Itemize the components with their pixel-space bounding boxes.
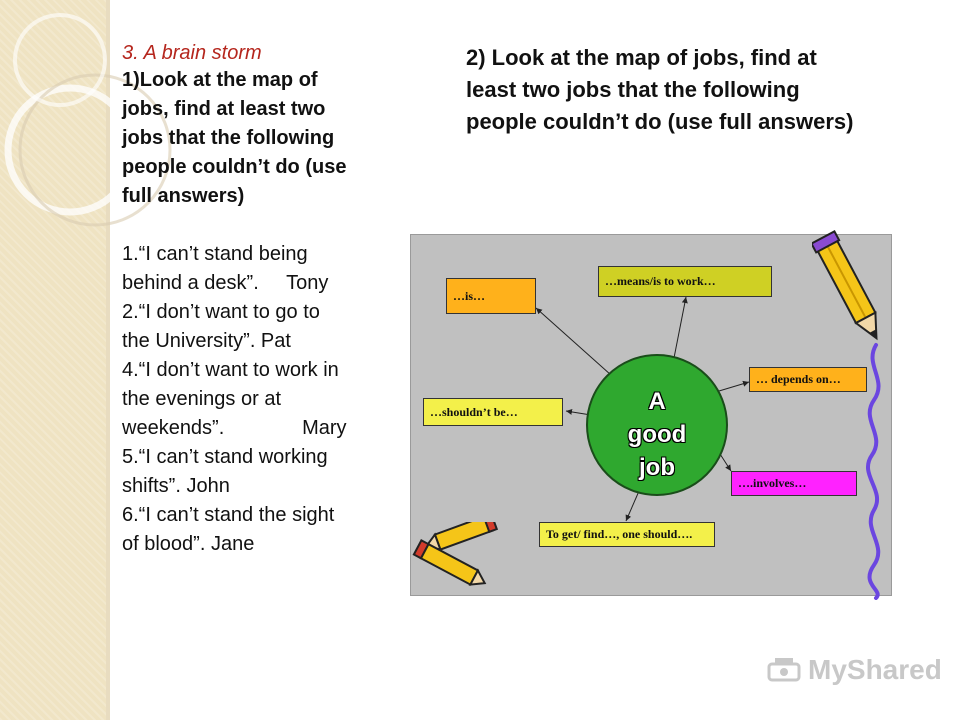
pencil-icon — [812, 230, 878, 341]
quote-line: the evenings or at — [122, 388, 281, 410]
quote-line: 5.“I can’t stand working — [122, 446, 328, 468]
quote-line: 4.“I don’t want to work in — [122, 359, 339, 381]
quote-line: 2.“I don’t want to go to — [122, 301, 320, 323]
instruction-line: people couldn’t do (use full answers) — [466, 109, 854, 134]
instruction-line: 2) Look at the map of jobs, find at — [466, 45, 817, 70]
map-node-involves: ….involves… — [731, 471, 857, 496]
quote-list: 1.“I can’t stand being behind a desk”. T… — [122, 240, 402, 559]
right-instruction: 2) Look at the map of jobs, find at leas… — [466, 42, 936, 138]
job-mind-map: A good job …is… …means/is to work… … dep… — [410, 234, 892, 596]
map-node-means: …means/is to work… — [598, 266, 772, 297]
quote-line: the University”. Pat — [122, 330, 291, 352]
map-node-shouldnt: …shouldn’t be… — [423, 398, 563, 426]
quote-line: 6.“I can’t stand the sight — [122, 504, 335, 526]
section-title: 3. A brain storm — [122, 42, 262, 64]
mind-map-connectors — [535, 296, 750, 522]
quote-line: shifts”. John — [122, 475, 230, 497]
instruction-line: jobs that the following — [122, 127, 335, 149]
center-label: A good job — [627, 388, 687, 481]
map-node-toget: To get/ find…, one should…. — [539, 522, 715, 547]
instruction-line: least two jobs that the following — [466, 77, 800, 102]
watermark-text: MyShared — [808, 654, 942, 685]
quote-line: weekends”. Mary — [122, 417, 347, 439]
instruction-line: jobs, find at least two — [122, 98, 326, 120]
squiggle-line-decoration — [866, 343, 881, 600]
quote-line: 1.“I can’t stand being — [122, 243, 308, 265]
crayons-icon — [412, 522, 499, 586]
map-node-depends: … depends on… — [749, 367, 867, 392]
map-node-is: …is… — [446, 278, 536, 314]
decorative-swirl — [4, 13, 172, 227]
side-strip-edge — [106, 0, 110, 720]
projector-icon — [767, 658, 801, 682]
instruction-line: 1)Look at the map of — [122, 69, 318, 91]
instruction-line: full answers) — [122, 185, 245, 207]
instruction-line: people couldn’t do (use — [122, 156, 347, 178]
center-circle — [586, 354, 728, 496]
left-instruction: 1)Look at the map of jobs, find at least… — [122, 66, 402, 211]
watermark: MyShared — [766, 654, 942, 686]
quote-line: behind a desk”. Tony — [122, 272, 329, 294]
quote-line: of blood”. Jane — [122, 533, 255, 555]
